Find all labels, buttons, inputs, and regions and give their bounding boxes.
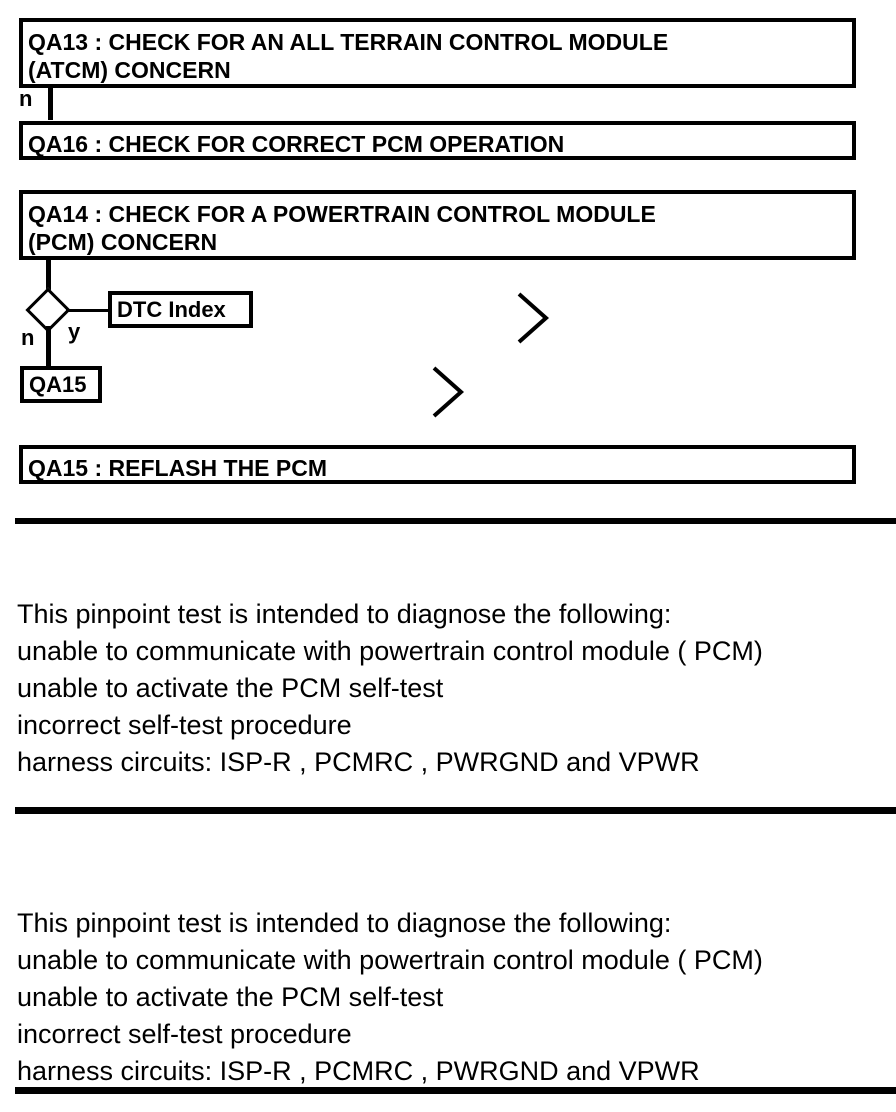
connector-decision-to-dtc-index [66, 309, 111, 312]
section-divider-1 [15, 518, 896, 524]
section-divider-3 [15, 1087, 896, 1094]
chevron-right-icon-1 [513, 290, 553, 346]
node-qa15-ref[interactable]: QA15 [20, 366, 102, 403]
step-box-qa16[interactable]: QA16 : CHECK FOR CORRECT PCM OPERATION [19, 121, 856, 160]
note-block-2: This pinpoint test is intended to diagno… [17, 908, 763, 1086]
branch-label-decision-yes: y [68, 319, 81, 344]
connector-decision-to-qa15 [46, 326, 51, 368]
branch-label-qa13-no: n [19, 86, 33, 111]
step-box-qa14[interactable]: QA14 : CHECK FOR A POWERTRAIN CONTROL MO… [19, 190, 856, 260]
node-dtc-index[interactable]: DTC Index [108, 291, 253, 328]
connector-qa13-to-qa16 [48, 88, 53, 120]
step-box-qa15-reflash[interactable]: QA15 : REFLASH THE PCM [19, 445, 856, 484]
chevron-right-icon-2 [428, 364, 468, 420]
connector-qa14-to-decision [46, 260, 51, 296]
section-divider-2 [15, 807, 896, 814]
note-block-1: This pinpoint test is intended to diagno… [17, 599, 763, 777]
branch-label-decision-no: n [21, 325, 35, 350]
step-box-qa13[interactable]: QA13 : CHECK FOR AN ALL TERRAIN CONTROL … [19, 18, 856, 88]
